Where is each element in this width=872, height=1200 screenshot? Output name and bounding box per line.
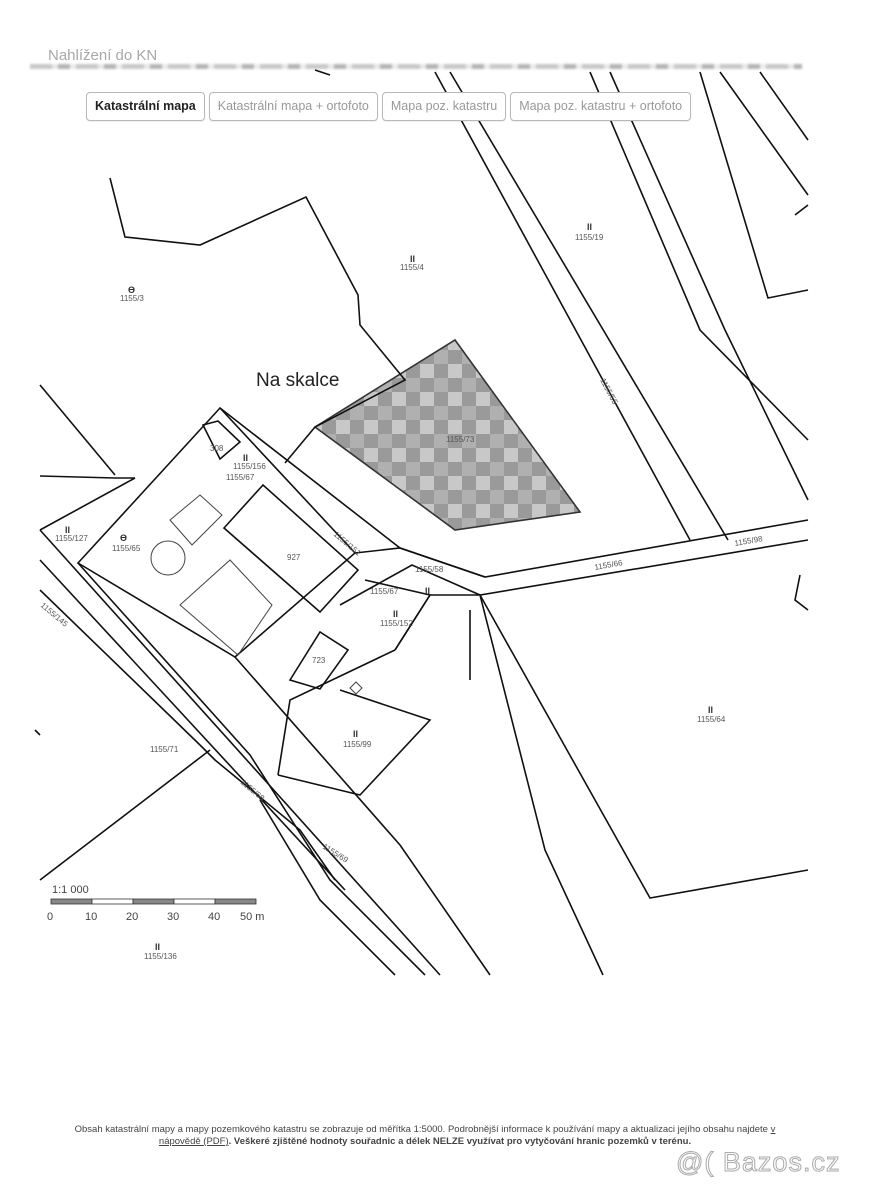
parcel-number: 1155/55 — [598, 377, 620, 407]
parcel-number: 1155/151 — [332, 530, 363, 558]
parcel-labels: ϴ 1155/3 II 1155/4 II 1155/19 1155/73 II… — [39, 222, 764, 961]
help-link-v[interactable]: v — [770, 1124, 776, 1135]
scale-bar: 1:1 000 0 10 20 30 40 50 m — [47, 884, 264, 923]
parcel-number: 1155/67 — [226, 473, 255, 482]
parcel-boundaries — [34, 69, 809, 976]
parcel-number: 1155/19 — [575, 233, 604, 242]
parcel-number: 1155/66 — [594, 558, 624, 572]
header-divider — [30, 64, 802, 69]
building-number: 927 — [287, 553, 301, 562]
parcel-symbol: II — [155, 942, 160, 952]
parcel-number: 1155/58 — [415, 565, 444, 574]
tab-katastralni-mapa[interactable]: Katastrální mapa — [86, 92, 205, 121]
tab-mapa-poz-katastru[interactable]: Mapa poz. katastru — [381, 92, 507, 121]
parcel-symbol: II — [410, 254, 415, 264]
footer-note: Obsah katastrální mapy a mapy pozemkovéh… — [55, 1124, 795, 1148]
hatched-parcel — [313, 338, 582, 531]
scale-tick: 0 — [47, 911, 53, 923]
scale-tick: 10 — [85, 911, 97, 923]
parcel-number: 1155/152 — [380, 619, 413, 628]
parcel-symbol: II — [708, 705, 713, 715]
building-number: 723 — [312, 656, 326, 665]
place-name: Na skalce — [256, 370, 339, 391]
scale-tick: 40 — [208, 911, 220, 923]
tab-katastralni-mapa-ortofoto[interactable]: Katastrální mapa + ortofoto — [208, 92, 378, 121]
parcel-symbol: II — [243, 453, 248, 463]
scale-ratio: 1:1 000 — [52, 884, 89, 896]
bazos-watermark: @( Bazos.cz — [675, 1147, 841, 1178]
parcel-symbol: II — [393, 609, 398, 619]
map-type-tabs: Katastrální mapa Katastrální mapa + orto… — [86, 92, 692, 121]
parcel-number: 1155/156 — [233, 462, 266, 471]
parcel-number: 1155/4 — [400, 263, 424, 272]
parcel-number: 1155/99 — [343, 740, 372, 749]
parcel-symbol: ϴ — [128, 285, 135, 295]
parcel-number: 1155/64 — [697, 715, 726, 724]
parcel-number: 1155/68 — [239, 778, 267, 803]
parcel-symbol: II — [587, 222, 592, 232]
help-pdf-link[interactable]: nápovědě (PDF) — [158, 1136, 229, 1147]
parcel-number: 1155/127 — [55, 534, 88, 543]
parcel-symbol: ϴ — [120, 533, 127, 543]
parcel-number: 1155/3 — [120, 294, 144, 303]
scale-tick: 50 m — [240, 911, 264, 923]
tab-mapa-poz-katastru-ortofoto[interactable]: Mapa poz. katastru + ortofoto — [510, 92, 692, 121]
scale-tick: 30 — [167, 911, 179, 923]
footer-text-1: Obsah katastrální mapy a mapy pozemkovéh… — [74, 1124, 768, 1135]
parcel-symbol: II — [353, 729, 358, 739]
scale-tick: 20 — [126, 911, 138, 923]
parcel-number: 1155/136 — [144, 952, 177, 961]
app-title: Nahlížení do KN — [48, 47, 158, 64]
parcel-symbol: II — [65, 525, 70, 535]
footer-text-2: . Veškeré zjištěné hodnoty souřadnic a d… — [228, 1136, 692, 1147]
parcel-number: 1155/69 — [321, 842, 350, 865]
parcel-number: 1155/73 — [446, 435, 475, 444]
parcel-number: 1155/65 — [112, 544, 141, 553]
parcel-number: 1155/71 — [150, 745, 179, 754]
building-outlines — [150, 494, 363, 695]
building-number: 308 — [210, 444, 224, 453]
parcel-number: 1155/67 — [370, 587, 399, 596]
parcel-number: 1155/98 — [734, 534, 764, 548]
parcel-symbol: II — [425, 586, 430, 596]
